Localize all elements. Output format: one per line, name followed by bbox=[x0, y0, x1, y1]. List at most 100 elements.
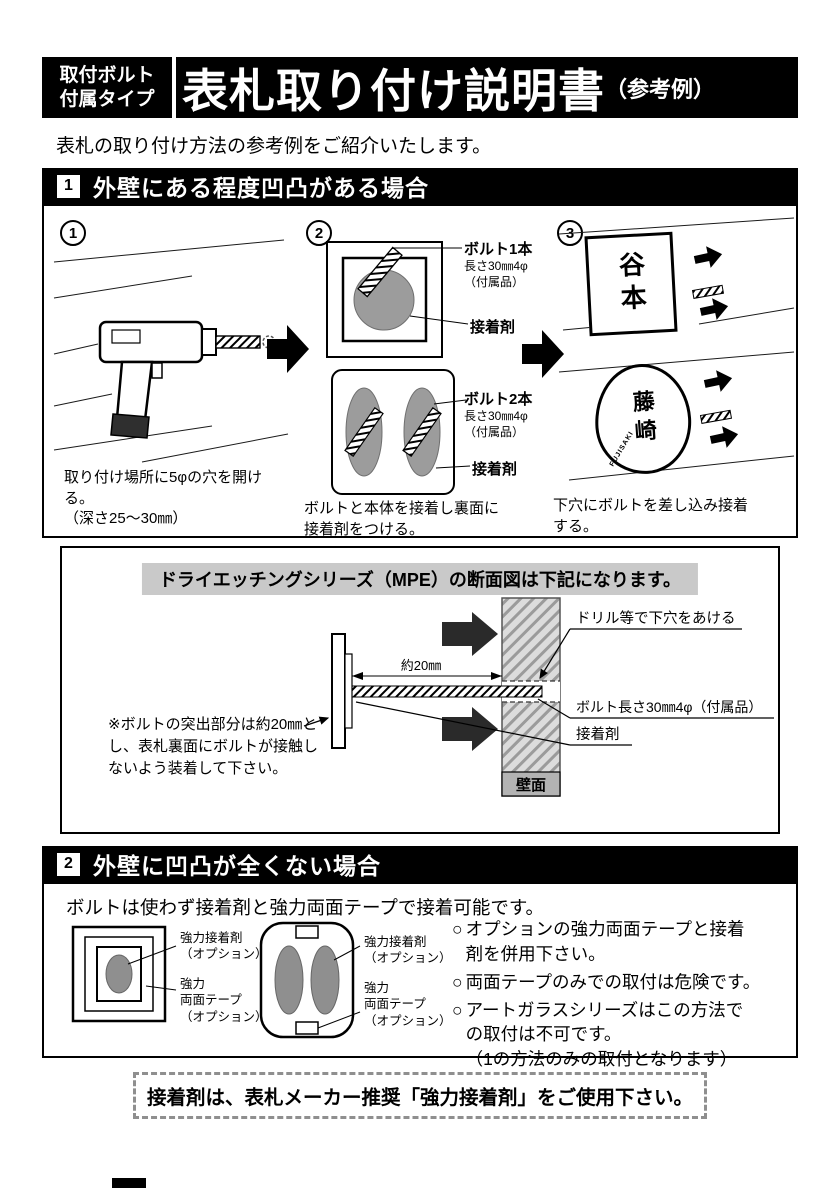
glue-option-label-b: 強力接着剤 （オプション） bbox=[364, 935, 452, 966]
bolt2-label: ボルト2本 長さ30㎜4φ （付属品） bbox=[464, 388, 532, 440]
step3-caption: 下穴にボルトを差し込み接着 する。 bbox=[553, 497, 749, 535]
bolt-2a bbox=[344, 406, 384, 458]
step1: 1 bbox=[52, 212, 292, 534]
notes-list: ○ オプションの強力両面テープと接着 剤を併用下さい。 ○ 両面テープのみでの取… bbox=[452, 917, 794, 1075]
drill-bit bbox=[215, 335, 261, 349]
glue-dot bbox=[105, 954, 133, 994]
section2-intro: ボルトは使わず接着剤と強力両面テープで接着可能です。 bbox=[66, 897, 545, 918]
drill-chuck bbox=[201, 328, 217, 356]
press-arrow-bottom bbox=[442, 707, 498, 751]
footer-note-text: 接着剤は、表札メーカー推奨「強力接着剤」をご使用下さい。 bbox=[146, 1087, 693, 1109]
dim-label: 約20㎜ bbox=[401, 658, 441, 673]
glue-strip-left bbox=[274, 945, 304, 1015]
bolt-label-leader bbox=[537, 698, 571, 719]
bolt-glyph-1 bbox=[691, 284, 725, 299]
section1-number-box: 1 bbox=[57, 174, 80, 198]
leader-bolt2 bbox=[433, 399, 467, 405]
insert-arrow-2b bbox=[709, 426, 739, 448]
insert-arrow-1a bbox=[693, 246, 723, 268]
wall-perspective-lines bbox=[53, 239, 289, 463]
section2-number-box: 2 bbox=[57, 852, 80, 876]
glue-label: 接着剤 bbox=[576, 726, 620, 743]
section2-body: ボルトは使わず接着剤と強力両面テープで接着可能です。 強力接着剤 （オプション）… bbox=[42, 882, 798, 1069]
bolt-2b bbox=[402, 406, 442, 458]
tape-strip-top bbox=[295, 925, 319, 939]
tape-option-label-b: 強力 両面テープ （オプション） bbox=[364, 981, 452, 1028]
dim-label-bg bbox=[392, 657, 450, 673]
cross-section-diagram: 約20㎜ ドリル等で下穴をあける ボルト長さ30㎜4φ（付属品） 接着剤 壁面 bbox=[303, 597, 774, 797]
section1-body: 1 bbox=[42, 204, 798, 538]
leader-glue-a bbox=[127, 945, 177, 965]
list-item: ○ オプションの強力両面テープと接着 剤を併用下さい。 bbox=[452, 917, 794, 967]
list-item: ○ 両面テープのみでの取付は危険です。 bbox=[452, 970, 794, 995]
bullet-text-1: オプションの強力両面テープと接着 剤を併用下さい。 bbox=[465, 919, 745, 964]
step2-caption: ボルトと本体を接着し裏面に 接着剤をつける。 bbox=[304, 500, 500, 538]
wall-label-box bbox=[501, 771, 561, 797]
glue-strip-right bbox=[310, 945, 340, 1015]
page-corner-mark bbox=[112, 1178, 146, 1188]
bullet-icon: ○ bbox=[452, 971, 463, 992]
bolt-profile bbox=[351, 685, 543, 698]
note-leader bbox=[303, 716, 330, 727]
section2-header: 2 外壁に凹凸が全くない場合 bbox=[42, 846, 798, 882]
list-item: ○ アートガラスシリーズはこの方法で の取付は不可です。 （1の方法のみの取付と… bbox=[452, 998, 794, 1073]
bolt2-label-title: ボルト2本 bbox=[464, 391, 533, 408]
drill-battery bbox=[110, 413, 150, 439]
step2-diagrams bbox=[326, 241, 471, 495]
oval-plate-option-svg bbox=[259, 921, 361, 1039]
glue2-label: 接着剤 bbox=[472, 461, 518, 478]
tape-option-label-a: 強力 両面テープ （オプション） bbox=[180, 977, 268, 1024]
square-plate-option-svg bbox=[71, 925, 177, 1023]
type-badge-line2: 付属タイプ bbox=[59, 88, 155, 110]
nameplate-tanimoto: 谷本 bbox=[584, 231, 678, 337]
nameplate-fujisaki-roman: FUJISAKI bbox=[608, 430, 636, 468]
step3-diagrams bbox=[558, 217, 795, 481]
type-badge: 取付ボルト 付属タイプ bbox=[42, 57, 172, 118]
step2: 2 bbox=[296, 212, 544, 538]
step1-caption: 取り付け場所に5φの穴を開ける。 （深さ25〜30㎜） bbox=[64, 469, 263, 528]
bullet-text-3: アートガラスシリーズはこの方法で の取付は不可です。 （1の方法のみの取付となり… bbox=[465, 999, 744, 1070]
type-badge-line1: 取付ボルト bbox=[59, 64, 155, 86]
insert-arrow-2a bbox=[703, 370, 733, 392]
leader-glue2 bbox=[435, 465, 471, 469]
step3: 3 bbox=[549, 212, 796, 535]
drill-label: ドリル等で下穴をあける bbox=[576, 609, 736, 627]
bolt-glyph-2 bbox=[699, 409, 733, 424]
section1-title: 外壁にある程度凹凸がある場合 bbox=[93, 175, 429, 201]
press-arrow-top bbox=[442, 612, 498, 656]
dim-arrow-left bbox=[352, 672, 363, 680]
cross-section-note: ※ボルトの突出部分は約20㎜と し、表札裏面にボルトが接触し ないよう装着して下… bbox=[108, 716, 319, 777]
footer-note: 接着剤は、表札メーカー推奨「強力接着剤」をご使用下さい。 bbox=[133, 1072, 707, 1119]
page-title: 表札取り付け説明書 bbox=[182, 64, 605, 117]
step1-number: 1 bbox=[60, 220, 86, 246]
leader-glue-b bbox=[333, 945, 361, 961]
next-step-arrow-1 bbox=[267, 325, 309, 373]
plate-profile bbox=[331, 633, 346, 749]
glue1-label: 接着剤 bbox=[470, 319, 516, 336]
page-title-suffix: （参考例） bbox=[605, 76, 716, 102]
drill-tool bbox=[98, 320, 276, 439]
wall-label: 壁面 bbox=[516, 776, 546, 794]
bolt1-label-title: ボルト1本 bbox=[464, 241, 533, 258]
nameplate-tanimoto-text: 谷本 bbox=[614, 250, 648, 318]
bullet-text-2: 両面テープのみでの取付は危険です。 bbox=[465, 971, 761, 992]
square-plate-option-diagram: 強力接着剤 （オプション） 強力 両面テープ （オプション） bbox=[70, 924, 270, 1049]
next-step-arrow-2 bbox=[522, 330, 564, 378]
glue-option-label-a: 強力接着剤 （オプション） bbox=[180, 931, 268, 962]
dim-arrow-right bbox=[491, 672, 502, 680]
insert-arrow-1b bbox=[699, 298, 729, 320]
section2-title: 外壁に凹凸が全くない場合 bbox=[93, 853, 381, 879]
glue-label-leader bbox=[355, 701, 571, 746]
intro-text: 表札の取り付け方法の参考例をご紹介いたします。 bbox=[56, 136, 492, 157]
title-bar: 表札取り付け説明書 （参考例） bbox=[176, 57, 798, 118]
cross-section-box: ドライエッチングシリーズ（MPE）の断面図は下記になります。 約20㎜ ドリル等… bbox=[60, 546, 780, 834]
leader-glue1 bbox=[409, 315, 469, 325]
leader-tape-a bbox=[145, 985, 177, 991]
drill-vent bbox=[111, 329, 141, 344]
oval-plate-option-diagram: 強力接着剤 （オプション） 強力 両面テープ （オプション） bbox=[258, 920, 493, 1052]
bolt2-label-sub: 長さ30㎜4φ （付属品） bbox=[464, 409, 528, 439]
drill-label-leader bbox=[539, 628, 571, 680]
drill-trigger bbox=[151, 362, 163, 379]
leader-tape-b bbox=[317, 1011, 361, 1029]
